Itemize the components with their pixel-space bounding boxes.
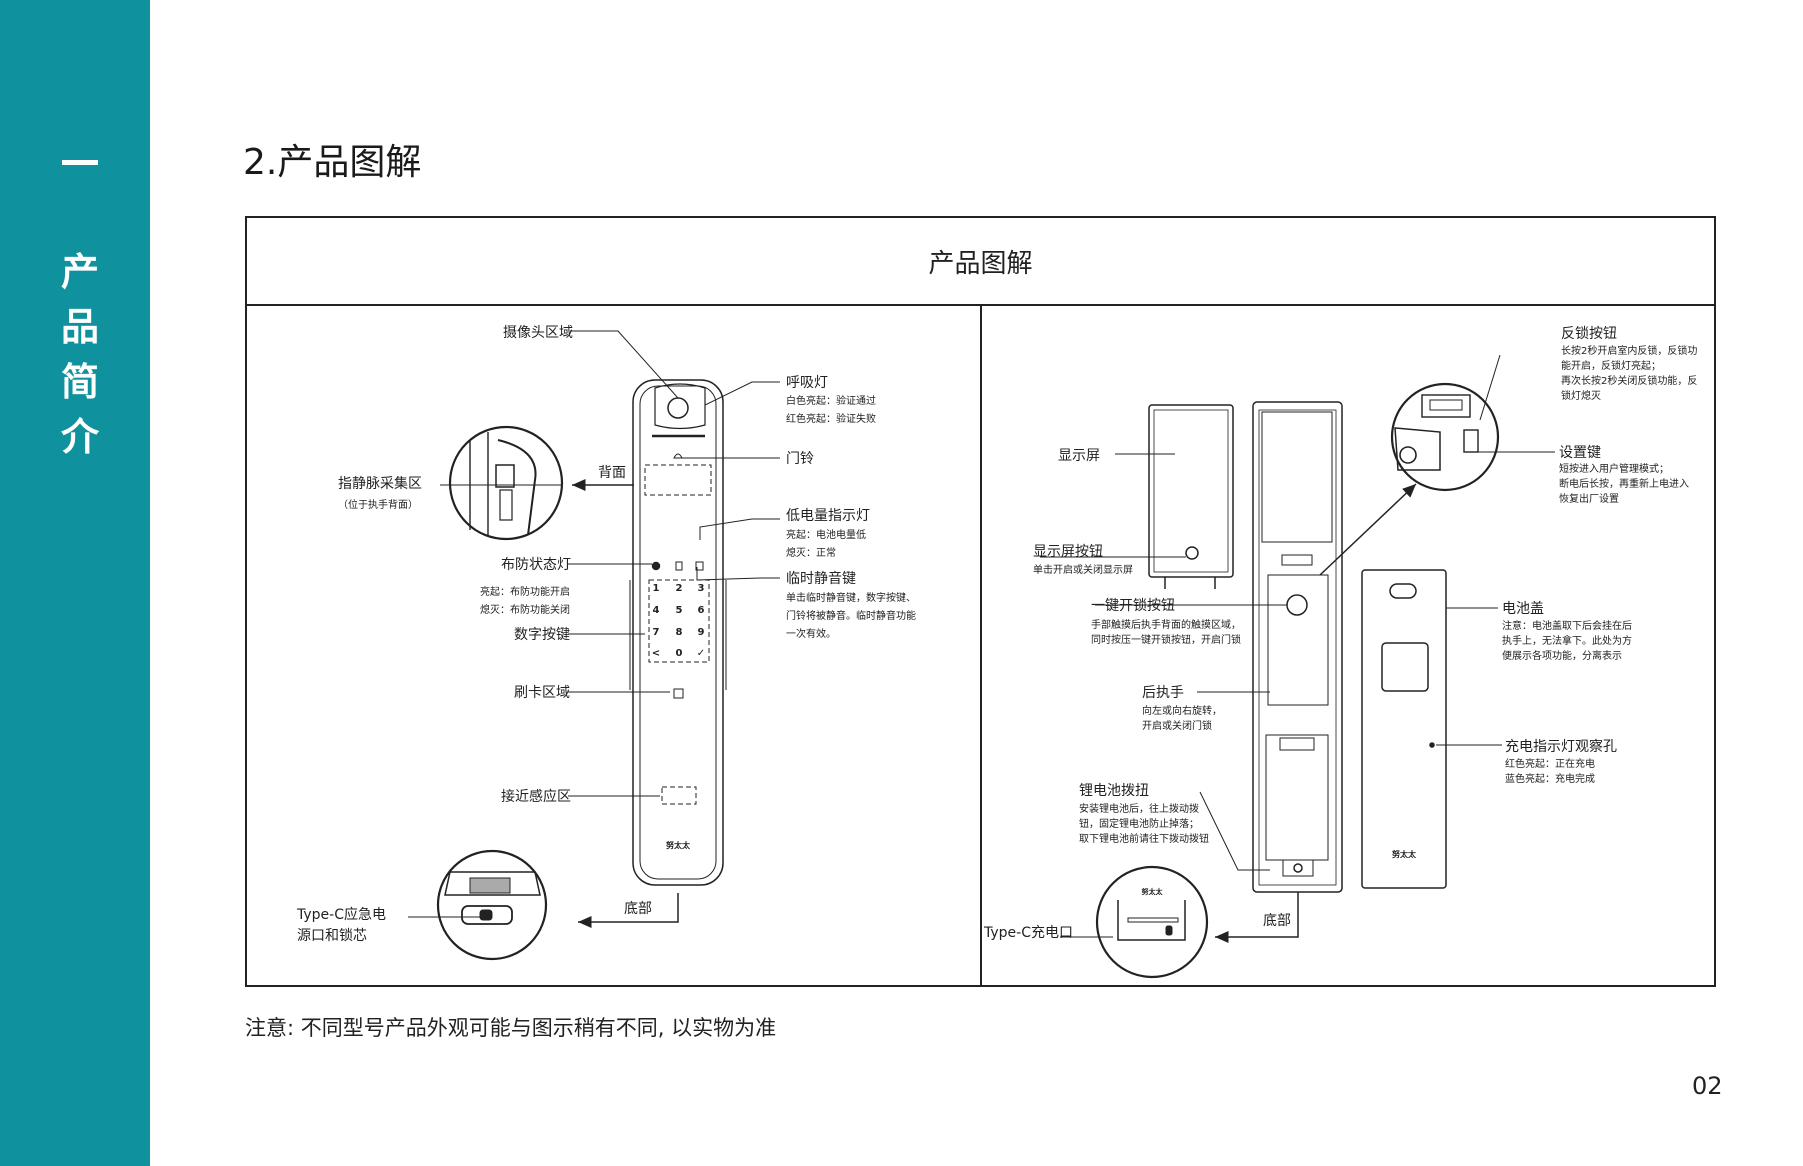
desc-rear-handle: 向左或向右旋转， [1142, 704, 1222, 717]
chapter-sidebar: 产 品 简 介 [0, 0, 150, 1166]
label-typec: 源口和锁芯 [297, 928, 367, 944]
frame-divider [980, 306, 982, 987]
chapter-title: 产 品 简 介 [56, 245, 104, 465]
desc-battery-cover: 执手上，无法拿下。此处为方 [1502, 634, 1632, 647]
keypad-key: 0 [676, 648, 683, 659]
page-number: 02 [1692, 1072, 1723, 1100]
keypad-key: 6 [698, 605, 705, 616]
desc-mute-key: 门铃将被静音。临时静音功能 [786, 609, 916, 622]
desc-breathing-light: 白色亮起：验证通过 [786, 394, 876, 407]
label-anti-lock: 反锁按钮 [1561, 326, 1617, 342]
anti-lock-zoom [1390, 382, 1500, 492]
desc-breathing-light: 红色亮起：验证失败 [786, 412, 876, 425]
keypad-key: < [652, 648, 660, 659]
label-rear-bottom: 底部 [1263, 913, 1291, 929]
desc-unlock-button: 同时按压一键开锁按钮，开启门锁 [1091, 633, 1241, 646]
keypad-key: 5 [676, 605, 683, 616]
desc-battery-pull: 安装锂电池后，往上拨动拨 [1079, 802, 1199, 815]
label-doorbell: 门铃 [786, 451, 814, 467]
brand-logo: 努太太 [666, 840, 691, 850]
desc-anti-lock: 再次长按2秒关闭反锁功能，反 [1561, 374, 1697, 387]
desc-battery-cover: 便展示各项功能，分离表示 [1502, 649, 1622, 662]
desc-settings-key: 短按进入用户管理模式； [1559, 462, 1669, 475]
label-breathing-light: 呼吸灯 [786, 375, 828, 391]
display-module [1148, 404, 1234, 589]
label-back: 背面 [598, 465, 626, 481]
desc-anti-lock: 能开启，反锁灯亮起； [1561, 359, 1661, 372]
keypad-key: 3 [698, 583, 705, 594]
label-battery-pull: 锂电池拨扭 [1079, 783, 1149, 799]
keypad-key: 7 [653, 627, 660, 638]
label-typec-charge: Type-C充电口 [983, 925, 1073, 941]
desc-battery-pull: 钮，固定锂电池防止掉落； [1079, 817, 1199, 830]
rear-typec-zoom [1095, 865, 1209, 979]
desc-settings-key: 恢复出厂设置 [1559, 492, 1619, 505]
desc-low-battery: 亮起：电池电量低 [786, 528, 866, 541]
chapter-char: 简 [60, 360, 99, 404]
keypad-key: 1 [653, 583, 660, 594]
footnote: 注意: 不同型号产品外观可能与图示稍有不同, 以实物为准 [245, 1016, 777, 1040]
desc-battery-cover: 注意：电池盖取下后会挂在后 [1502, 619, 1632, 632]
finger-vein-zoom [448, 425, 564, 541]
label-screen-button: 显示屏按钮 [1033, 544, 1103, 560]
typec-zoom [436, 849, 548, 961]
keypad-key: 4 [653, 605, 660, 616]
label-rear-handle: 后执手 [1142, 685, 1184, 701]
desc-rear-handle: 开启或关闭门锁 [1142, 719, 1212, 732]
desc-arm-light: 熄灭：布防功能关闭 [480, 603, 570, 616]
desc-battery-pull: 取下锂电池前请往下拨动拨钮 [1079, 832, 1209, 845]
desc-mute-key: 单击临时静音键，数字按键、 [786, 591, 916, 604]
label-mute-key: 临时静音键 [786, 570, 856, 587]
desc-finger-vein: （位于执手背面） [338, 498, 418, 511]
keypad: 1 2 3 4 5 6 7 8 9 < 0 ✓ [652, 583, 705, 659]
desc-screen-button: 单击开启或关闭显示屏 [1033, 563, 1133, 576]
front-leader-lines [408, 330, 780, 928]
keypad-key: 8 [676, 627, 683, 638]
section-title: 2.产品图解 [243, 142, 422, 183]
chapter-char: 产 [60, 250, 99, 294]
label-battery-cover: 电池盖 [1502, 601, 1544, 617]
brand-logo: 努太太 [1142, 887, 1164, 896]
desc-charge-hole: 蓝色亮起：充电完成 [1505, 772, 1595, 785]
desc-settings-key: 断电后长按，再重新上电进入 [1559, 477, 1689, 490]
rear-lock-illustration [1252, 401, 1343, 893]
label-proximity: 接近感应区 [501, 788, 571, 805]
desc-unlock-button: 手部触摸后执手背面的触摸区域， [1091, 618, 1241, 631]
chapter-char: 品 [60, 305, 99, 349]
desc-low-battery: 熄灭：正常 [786, 546, 836, 559]
label-arm-light: 布防状态灯 [501, 557, 571, 573]
desc-mute-key: 一次有效。 [786, 627, 836, 640]
label-charge-hole: 充电指示灯观察孔 [1505, 738, 1617, 755]
desc-anti-lock: 锁灯熄灭 [1561, 389, 1601, 402]
diagram-frame: 产品图解 [245, 216, 1716, 987]
label-camera: 摄像头区域 [503, 325, 573, 341]
brand-logo: 努太太 [1392, 849, 1417, 859]
desc-arm-light: 亮起：布防功能开启 [480, 585, 570, 598]
label-finger-vein: 指静脉采集区 [338, 475, 422, 492]
desc-charge-hole: 红色亮起：正在充电 [1505, 757, 1595, 770]
label-card-area: 刷卡区域 [514, 685, 570, 701]
label-bottom: 底部 [624, 901, 652, 917]
frame-title: 产品图解 [247, 218, 1714, 306]
chapter-number-mark [62, 160, 98, 165]
keypad-key: 2 [676, 583, 683, 594]
label-low-battery: 低电量指示灯 [786, 508, 870, 524]
label-unlock-button: 一键开锁按钮 [1091, 598, 1175, 614]
label-number-keys: 数字按键 [514, 627, 570, 643]
keypad-key: 9 [698, 627, 705, 638]
keypad-key: ✓ [697, 648, 705, 659]
chapter-char: 介 [60, 415, 99, 459]
rear-leader-lines [1040, 354, 1555, 943]
front-lock-illustration [629, 379, 727, 886]
label-screen: 显示屏 [1058, 448, 1100, 464]
label-typec: Type-C应急电 [296, 906, 386, 923]
battery-cover [1361, 569, 1447, 889]
label-settings-key: 设置键 [1559, 445, 1601, 461]
desc-anti-lock: 长按2秒开启室内反锁，反锁功 [1561, 344, 1697, 357]
